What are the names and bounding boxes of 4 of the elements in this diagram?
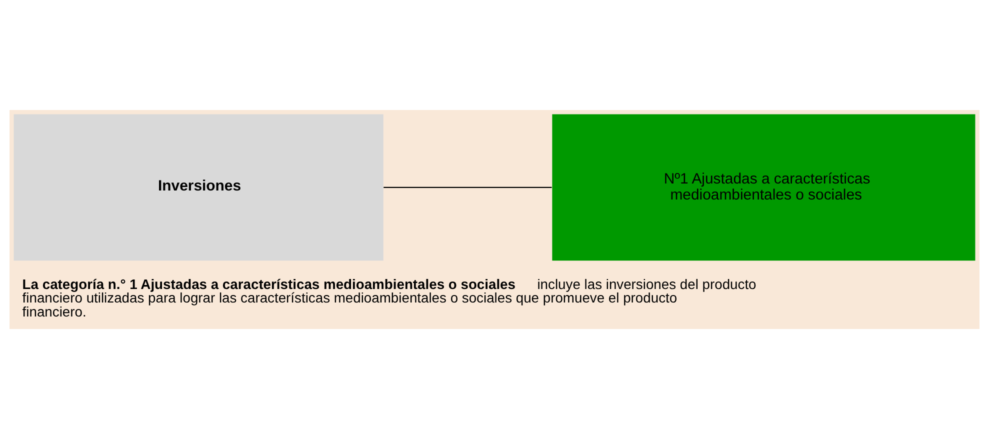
- caption: La categoría n.° 1 Ajustadas a características medioambientales o sociales incluye las inversiones del producto financiero utilizadas para lograr las características medioambientales o sociales que promueve el producto financiero.: [22, 275, 756, 320]
- connector: [384, 186, 552, 188]
- node-box: Nº1 Ajustadas a características medioambientales o sociales: [552, 114, 976, 260]
- node-box: Inversiones: [14, 114, 384, 260]
